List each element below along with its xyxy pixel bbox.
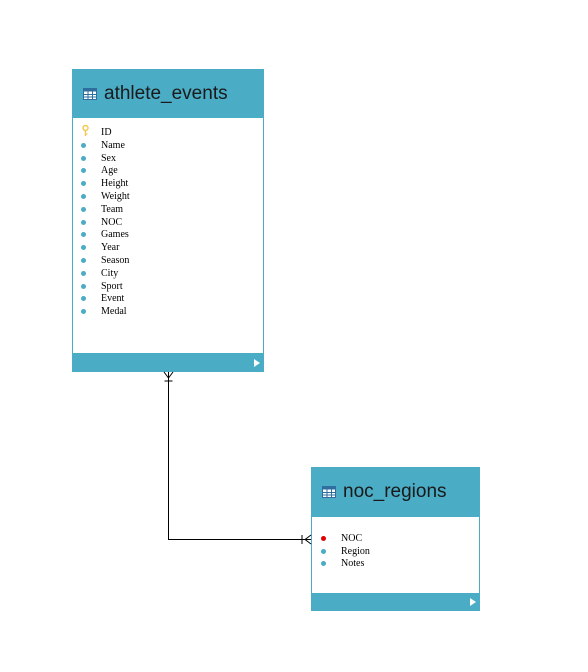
crows-foot-marker bbox=[304, 534, 312, 540]
field-row[interactable]: ID bbox=[73, 125, 263, 139]
field-name: Height bbox=[101, 178, 129, 190]
field-row[interactable]: Year bbox=[73, 241, 263, 254]
field-name: Sport bbox=[101, 280, 123, 292]
field-dot bbox=[81, 270, 86, 276]
field-row[interactable]: Event bbox=[73, 292, 263, 305]
field-name: City bbox=[101, 267, 119, 279]
field-name: Name bbox=[101, 139, 125, 151]
field-dot bbox=[81, 258, 86, 263]
field-row[interactable]: Name bbox=[73, 139, 263, 152]
field-name: Games bbox=[101, 229, 129, 241]
crows-foot-marker bbox=[163, 371, 169, 379]
field-name: Medal bbox=[101, 306, 127, 318]
field-row[interactable]: Age bbox=[73, 164, 263, 177]
key-icon bbox=[82, 125, 89, 136]
expand-arrow-icon[interactable] bbox=[254, 359, 260, 367]
field-name: Year bbox=[101, 242, 120, 254]
field-dot bbox=[81, 309, 86, 315]
primary-key-dot bbox=[321, 536, 326, 541]
field-row[interactable]: Region bbox=[312, 545, 479, 558]
field-name: Age bbox=[101, 165, 118, 177]
entity-title: athlete_events bbox=[104, 83, 228, 104]
table-icon bbox=[83, 88, 97, 100]
field-dot bbox=[81, 168, 86, 174]
field-name: NOC bbox=[101, 216, 123, 228]
field-dot bbox=[321, 561, 326, 566]
field-row[interactable]: Weight bbox=[73, 190, 263, 203]
field-name: Weight bbox=[101, 191, 130, 202]
table-icon bbox=[322, 486, 336, 498]
field-name: Notes bbox=[341, 558, 365, 569]
field-dot bbox=[81, 245, 86, 251]
field-row[interactable]: Medal bbox=[73, 305, 263, 318]
entity-footer bbox=[73, 353, 263, 371]
field-dot bbox=[81, 283, 86, 289]
field-name: Region bbox=[341, 545, 370, 557]
field-name: Sex bbox=[101, 152, 116, 164]
expand-arrow-icon[interactable] bbox=[470, 598, 476, 606]
field-dot bbox=[81, 206, 86, 212]
field-row[interactable]: Team bbox=[73, 203, 263, 216]
field-row[interactable]: NOC bbox=[312, 532, 479, 545]
field-dot bbox=[81, 219, 86, 225]
field-row[interactable]: Notes bbox=[312, 557, 479, 570]
field-dot bbox=[81, 296, 86, 302]
field-name: Team bbox=[101, 203, 124, 215]
field-dot bbox=[81, 142, 86, 148]
field-dot bbox=[81, 232, 86, 238]
field-row[interactable]: City bbox=[73, 267, 263, 280]
field-row[interactable]: Sport bbox=[73, 280, 263, 293]
entity-header[interactable]: noc_regions bbox=[312, 468, 479, 517]
field-row[interactable]: Sex bbox=[73, 152, 263, 165]
field-name: Event bbox=[101, 293, 125, 305]
field-dot bbox=[321, 548, 326, 554]
entity-title: noc_regions bbox=[343, 481, 447, 502]
field-row[interactable]: Season bbox=[73, 254, 263, 267]
field-dot bbox=[81, 181, 86, 187]
field-row[interactable]: Games bbox=[73, 228, 263, 241]
field-dot bbox=[81, 155, 86, 161]
entity-footer bbox=[312, 593, 479, 610]
field-name: NOC bbox=[341, 533, 363, 544]
field-row[interactable]: Height bbox=[73, 177, 263, 190]
field-name: Season bbox=[101, 255, 130, 266]
field-name: ID bbox=[101, 127, 112, 138]
entity-header[interactable]: athlete_events bbox=[73, 70, 263, 118]
field-dot bbox=[81, 194, 86, 199]
field-row[interactable]: NOC bbox=[73, 216, 263, 229]
